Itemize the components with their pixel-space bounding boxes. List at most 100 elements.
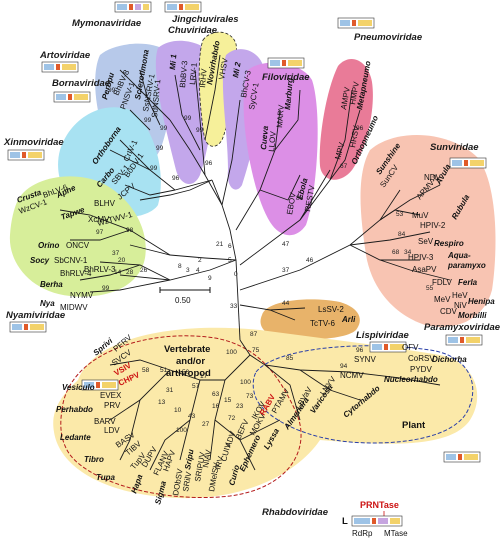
taxon-prv: PRV: [104, 401, 121, 410]
bootstrap-value: 14: [114, 269, 122, 276]
taxon-xcmv: XcMV: [88, 215, 110, 224]
family-jingchuvirales: Jingchuvirales: [172, 14, 239, 25]
bootstrap-value: 86: [296, 195, 304, 202]
taxon-ebov: EBOV: [285, 191, 298, 215]
taxon-hrsv: HRSV: [348, 124, 361, 148]
vertebrate-arthropod-boundary: [60, 335, 302, 499]
taxon-corsv: CoRSV: [408, 354, 435, 363]
bootstrap-value: 99: [102, 285, 110, 292]
taxon-aquaparamyxo-1: Aqua-: [447, 251, 471, 260]
taxon-vesiculo: Vesiculo: [62, 383, 95, 392]
bootstrap-value: 26: [140, 267, 148, 274]
bootstrap-value: 100: [176, 427, 187, 434]
taxon-sbcnv1: SbCNV-1: [54, 256, 88, 265]
bootstrap-value: 96: [356, 347, 364, 354]
bootstrap-value: 5: [228, 257, 232, 264]
taxon-mev: MeV: [434, 295, 451, 304]
taxon-synv: SYNV: [354, 355, 376, 364]
group-and-or: and/or: [176, 356, 205, 367]
taxon-asapv: AsaPV: [412, 265, 437, 274]
bootstrap-value: 37: [282, 267, 290, 274]
genome-diagrams: [7, 1, 487, 463]
family-artoviridae: Artoviridae: [39, 50, 91, 61]
family-paramyxoviridae: Paramyxoviridae: [424, 322, 500, 333]
group-plant: Plant: [402, 420, 426, 431]
bootstrap-value: 20: [118, 257, 126, 264]
genome-jingchuvirales: [164, 1, 202, 13]
taxon-midwv: MIDWV: [60, 303, 88, 312]
bootstrap-value: 98: [126, 227, 134, 234]
bootstrap-value: 85: [286, 355, 294, 362]
taxon-perhabdo: Perhabdo: [56, 405, 93, 414]
taxon-sdnsrv1: SdNSRV-1: [150, 78, 162, 118]
genome-mymonaviridae: [114, 1, 152, 13]
bootstrap-value: 68: [392, 249, 400, 256]
taxon-tibro: Tibro: [84, 455, 104, 464]
bootstrap-value: 58: [142, 367, 150, 374]
family-chuviridae: Chuviridae: [168, 25, 218, 36]
bootstrap-value: 46: [306, 257, 314, 264]
taxon-pydv: PYDV: [410, 365, 432, 374]
bootstrap-value: 96: [205, 160, 213, 167]
taxon-irhv: IRHV: [198, 68, 209, 88]
xinmoviridae-clade: [9, 176, 146, 297]
taxon-cdv: CDV: [440, 307, 458, 316]
plant-boundary: [252, 345, 474, 444]
genome-xinmoviridae: [7, 149, 45, 161]
legend-l-protein-diagram: [351, 515, 403, 527]
scale-bar-label: 0.50: [175, 296, 191, 305]
family-lispiviridae: Lispiviridae: [356, 330, 410, 341]
taxon-ndv: NDV: [424, 173, 442, 182]
taxon-nymv: NYMV: [70, 291, 94, 300]
taxon-bhbv9: BbBV-3: [178, 60, 189, 88]
taxon-bhrlv4: BhRLV-4: [60, 269, 92, 278]
polymerase-legend: PRNTase L RdRp MTase: [342, 500, 408, 538]
group-arthropod: arthropod: [166, 368, 211, 379]
genome-sunviridae: [449, 157, 487, 169]
family-filoviridae: Filoviridae: [262, 72, 310, 83]
family-pneumoviridae: Pneumoviridae: [354, 32, 423, 43]
legend-l-label: L: [342, 516, 348, 527]
genome-vertebrate: [81, 379, 119, 391]
taxon-hev: HeV: [452, 291, 468, 300]
bootstrap-value: 53: [396, 211, 404, 218]
taxon-socy: Socy: [30, 256, 50, 265]
bootstrap-value: 9: [208, 275, 212, 282]
bootstrap-value: 96: [172, 175, 180, 182]
group-vertebrate: Vertebrate: [164, 344, 210, 355]
taxon-nucleorhabdo: Nucleorhabdo: [384, 375, 438, 384]
bootstrap-value: 23: [236, 403, 244, 410]
bootstrap-value: 63: [212, 391, 220, 398]
bootstrap-value: 99: [160, 125, 168, 132]
taxon-hpiv2: HPIV-2: [420, 221, 446, 230]
taxon-ampv: AMPV: [339, 86, 352, 111]
bootstrap-value: 72: [228, 415, 236, 422]
taxon-mi1: Mi 1: [168, 53, 178, 70]
rhabdoviridae-clade: [53, 327, 478, 499]
legend-prntase-label: PRNTase: [360, 500, 399, 510]
bootstrap-value: 10: [174, 407, 182, 414]
bootstrap-value: 55: [426, 285, 434, 292]
scale-bar: 0.50: [159, 287, 211, 305]
bootstrap-value: 84: [398, 231, 406, 238]
taxon-sripu: Sripu: [183, 449, 195, 471]
pneumoviridae-clade: [319, 59, 373, 180]
family-rhabdoviridae: Rhabdoviridae: [262, 507, 329, 518]
taxon-vhsv: VHSV: [217, 57, 230, 81]
bootstrap-value: 87: [250, 331, 258, 338]
taxon-berha: Berha: [40, 280, 63, 289]
taxon-lrv1: LRV-1: [188, 62, 199, 85]
taxon-marburg: Marburg: [283, 77, 295, 110]
bootstrap-value: 44: [282, 300, 290, 307]
bootstrap-value: 100: [240, 379, 251, 386]
family-xinmoviridae: Xinmoviridae: [3, 137, 64, 148]
bootstrap-value: 75: [252, 347, 260, 354]
bootstrap-value: 57: [192, 383, 200, 390]
genome-bornaviridae: [53, 91, 91, 103]
bootstrap-value: 97: [96, 229, 104, 236]
bootstrap-value: 13: [158, 399, 166, 406]
legend-mtase-label: MTase: [384, 529, 408, 538]
bootstrap-value: 2: [198, 257, 202, 264]
bootstrap-value: 6: [228, 243, 232, 250]
